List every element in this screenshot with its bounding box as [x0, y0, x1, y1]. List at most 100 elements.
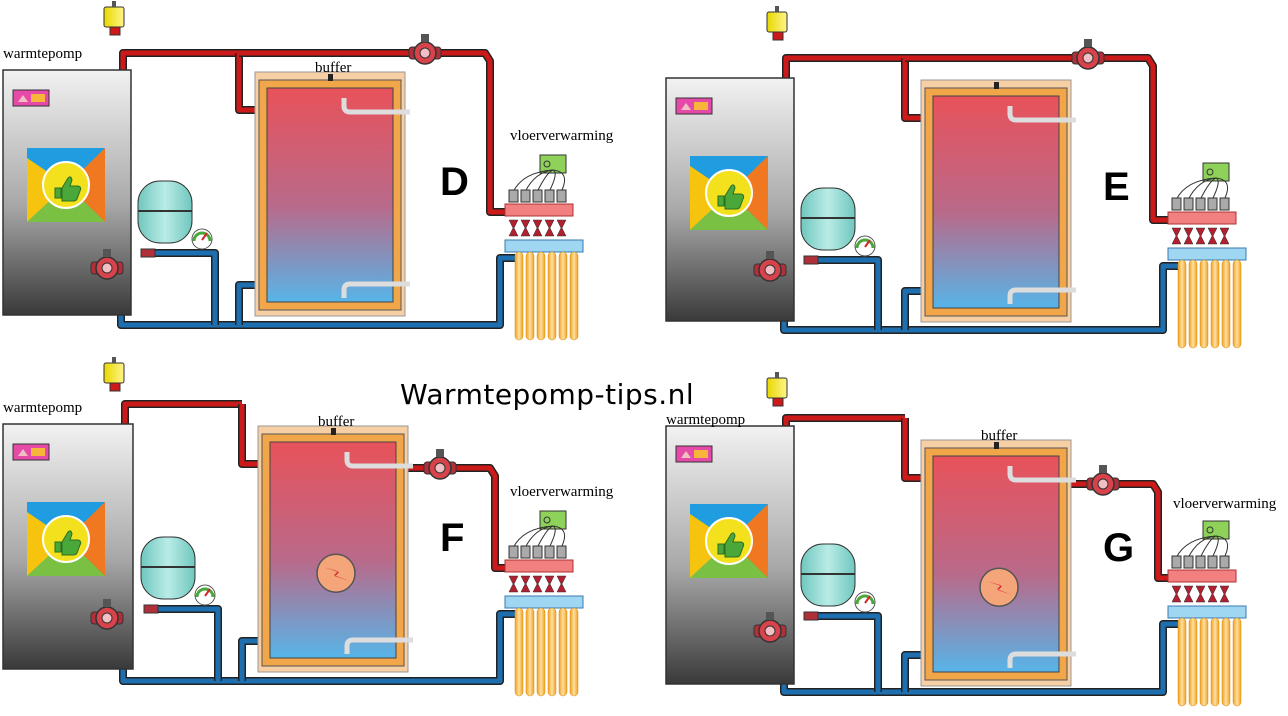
manifold-actuator — [556, 189, 567, 203]
vessel-valve — [803, 255, 819, 265]
thermostat-dial — [543, 160, 551, 168]
circulation-pump-rotor — [434, 462, 446, 474]
cold-pipe-floor-return — [269, 255, 515, 328]
floor-heating-loop — [1232, 617, 1242, 707]
floor-heating-loop — [1188, 259, 1198, 349]
floor-heating-label: vloerverwarming — [510, 128, 614, 144]
buffer-dip-tube-top — [1007, 466, 1076, 483]
variant-letter: D — [440, 160, 469, 204]
air-vent-cap — [112, 357, 116, 363]
actuator-wire — [1199, 535, 1217, 559]
cold-pipe-return — [118, 315, 269, 328]
floor-heating-loop — [1177, 617, 1187, 707]
hot-pipe-distribution — [905, 55, 1178, 223]
buffer-dip-tube-bottom — [341, 281, 410, 298]
actuator-wire — [524, 525, 554, 549]
hot-pipe-distribution — [1067, 481, 1178, 581]
heatpump-label: warmtepomp — [666, 412, 745, 428]
circulation-pump — [1086, 465, 1120, 496]
cold-pipe-buffer-outlet — [236, 282, 262, 325]
manifold-actuator — [1171, 555, 1182, 569]
heatpump-display-icon — [681, 103, 691, 110]
buffer-sensor — [994, 82, 999, 89]
thumbs-up-icon — [54, 176, 82, 202]
heatpump-circulation-pump-motor — [103, 599, 111, 607]
floor-heating-loop — [1177, 259, 1187, 349]
vessel-valve — [140, 248, 156, 258]
cold-pipe-vessel-outline — [818, 256, 882, 330]
heatpump-circulation-pump-rotor — [764, 625, 776, 637]
hot-pipe-buffer-inlet — [902, 418, 928, 481]
manometer-needle — [864, 239, 871, 248]
floor-heating-loop — [558, 607, 568, 697]
thermostat-controller — [539, 154, 567, 174]
hot-pipe-supply — [120, 50, 239, 70]
buffer-tank — [269, 441, 397, 659]
manifold-flow-meter — [1195, 227, 1206, 245]
manifold-flow-meter — [532, 575, 543, 593]
manifold-actuator — [520, 189, 531, 203]
manifold-return-bar — [504, 239, 584, 253]
manifold-flow-meter — [1207, 585, 1218, 603]
actuator-wire — [1215, 177, 1229, 201]
floor-heating-loop — [547, 607, 557, 697]
heatpump-circulation-pump-motor — [766, 251, 774, 259]
cold-pipe-return — [781, 321, 935, 333]
buffer-dip-tube-top — [344, 452, 413, 469]
floor-heating-loop — [1232, 259, 1242, 349]
manifold-flow-meter — [508, 575, 519, 593]
air-vent-cap — [775, 372, 779, 378]
hot-pipe-supply-outline — [119, 49, 239, 70]
manometer-needle — [864, 595, 871, 604]
hot-pipe-buffer-inlet — [239, 404, 265, 467]
variant-letter: G — [1103, 526, 1134, 570]
manifold-actuator — [1195, 555, 1206, 569]
heatpump-display-led — [694, 450, 708, 458]
cold-pipe-floor-return — [272, 611, 515, 684]
hot-pipe-supply — [783, 55, 905, 78]
manifold-flow-meter — [544, 575, 555, 593]
thermostat-dial — [1206, 168, 1214, 176]
circulation-pump-motor — [421, 34, 429, 42]
cold-pipe-buffer-outlet — [902, 288, 928, 330]
hot-pipe-distribution — [404, 465, 515, 571]
floor-heating-loop — [1210, 617, 1220, 707]
floor-heating-loop — [536, 251, 546, 341]
buffer-sensor — [994, 442, 999, 449]
manifold-actuator — [544, 545, 555, 559]
heatpump-circulation-pump-motor — [103, 249, 111, 257]
cold-pipe-return — [781, 684, 935, 695]
heatpump-display-icon — [681, 451, 691, 458]
floor-heating-loop — [525, 251, 535, 341]
manifold-actuator — [1219, 197, 1230, 211]
manifold-flow-meter — [532, 219, 543, 237]
buffer-dip-tube-bottom — [1007, 651, 1076, 668]
buffer-label: buffer — [981, 428, 1017, 444]
manifold-return-bar — [1167, 605, 1247, 619]
air-vent-valve — [766, 11, 788, 33]
hot-pipe-supply-outline — [782, 54, 905, 78]
heatpump-display-led — [31, 448, 45, 456]
manifold-flow-meter — [1171, 585, 1182, 603]
floor-heating-loop — [1210, 259, 1220, 349]
floor-heating-loop — [525, 607, 535, 697]
manifold-supply-bar — [504, 559, 574, 573]
manifold-actuator — [1195, 197, 1206, 211]
hot-pipe-supply-outline — [121, 400, 242, 424]
actuator-wire — [536, 169, 554, 193]
circulation-pump-rotor — [1097, 478, 1109, 490]
manifold-actuator — [532, 189, 543, 203]
cold-pipe-floor-return — [935, 263, 1178, 333]
circulation-pump-rotor — [1082, 52, 1094, 64]
actuator-wire — [1215, 535, 1229, 559]
heatpump-display-icon — [18, 449, 28, 456]
manifold-flow-meter — [556, 219, 567, 237]
buffer-dip-tube-bottom — [344, 637, 413, 654]
manifold-supply-bar — [504, 203, 574, 217]
manifold-actuator — [532, 545, 543, 559]
floor-heating-loop — [547, 251, 557, 341]
manometer-scale — [192, 231, 212, 242]
